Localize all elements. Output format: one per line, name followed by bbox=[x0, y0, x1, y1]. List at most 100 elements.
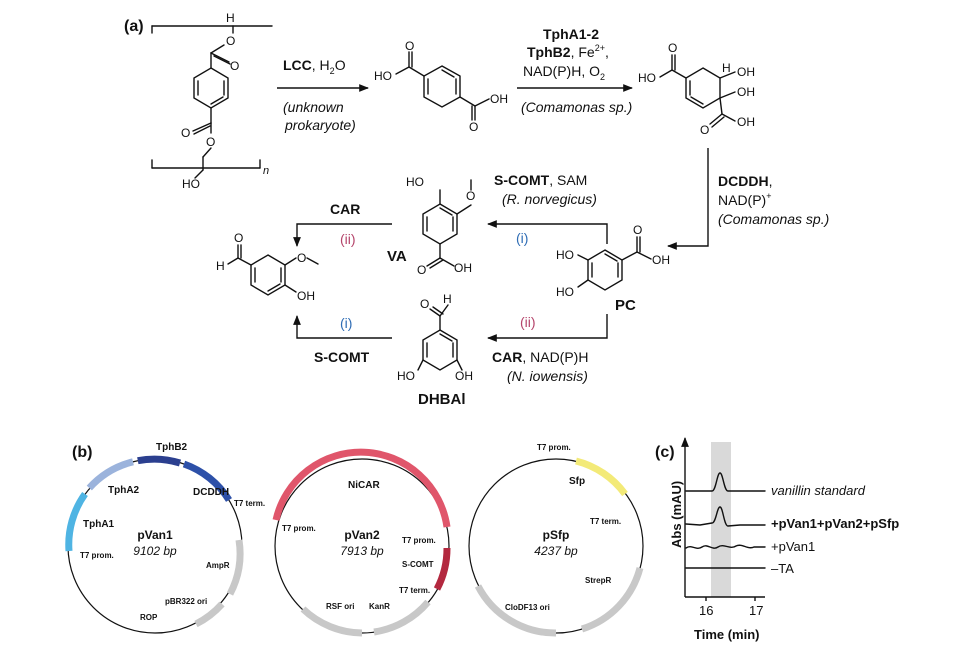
plasmid-element-label: T7 prom. bbox=[537, 443, 571, 452]
chromatogram: 16 17 Time (min) Abs (mAU) vanillin stan… bbox=[669, 437, 899, 642]
plasmid-gene-label: NiCAR bbox=[348, 480, 380, 491]
panel-label-b: (b) bbox=[72, 444, 92, 461]
x-axis-label: Time (min) bbox=[694, 627, 760, 642]
atom-label: HO bbox=[397, 369, 415, 383]
step3-line2: NAD(P)+ bbox=[718, 191, 772, 208]
atom-label: H bbox=[226, 11, 235, 25]
atom-label: HO bbox=[406, 175, 424, 189]
atom-label: HO bbox=[374, 69, 392, 83]
plasmid-gene-label: TphA1 bbox=[83, 519, 115, 530]
plasmid-element-label: RSF ori bbox=[326, 602, 354, 611]
atom-label: O bbox=[206, 135, 215, 149]
route-label-ii: (ii) bbox=[340, 231, 356, 247]
step1-organism-line1: (unknown bbox=[283, 99, 344, 115]
atom-label: OH bbox=[297, 289, 315, 303]
step1-label: LCC, H2O bbox=[283, 57, 346, 76]
step1-arrow-group: LCC, H2O (unknown prokaryote) bbox=[277, 57, 369, 133]
atom-label: O bbox=[469, 120, 478, 134]
y-axis-label: Abs (mAU) bbox=[669, 481, 684, 548]
plasmid-element-label: pBR322 ori bbox=[165, 597, 207, 606]
atom-label: O bbox=[234, 231, 243, 245]
step7-enzyme: S-COMT bbox=[314, 349, 370, 365]
trace-label-vanillin-standard: vanillin standard bbox=[771, 483, 866, 498]
gene-arc-tpha2 bbox=[86, 458, 134, 491]
step7-arrow bbox=[293, 315, 392, 339]
plasmid-element-label: T7 term. bbox=[234, 499, 265, 508]
atom-label: H bbox=[722, 61, 731, 75]
plasmid-gene-label: S-COMT bbox=[402, 560, 434, 569]
va-structure: HO O O OH VA bbox=[387, 175, 475, 277]
atom-label: HO bbox=[556, 248, 574, 262]
atom-label: O bbox=[417, 263, 426, 277]
plasmid-element-label: ROP bbox=[140, 613, 158, 622]
plasmid-element-label: T7 prom. bbox=[282, 524, 316, 533]
step6-arrow bbox=[487, 314, 608, 342]
atom-label: O bbox=[405, 39, 414, 53]
pc-structure: O OH HO HO PC bbox=[556, 223, 670, 314]
step5-enzyme: CAR bbox=[330, 201, 360, 217]
step3-line1: DCDDH, bbox=[718, 173, 772, 189]
gene-arc-tpha1 bbox=[65, 491, 88, 552]
gene-arc-dcddh bbox=[182, 460, 232, 502]
atom-label: H bbox=[216, 259, 225, 273]
compound-label-va: VA bbox=[387, 248, 407, 265]
trace-pvan1 bbox=[685, 544, 766, 549]
feature-arc-ori bbox=[194, 601, 225, 628]
plasmid-size: 9102 bp bbox=[133, 544, 177, 558]
plasmid-element-label: T7 term. bbox=[590, 517, 621, 526]
plasmid-name: pSfp bbox=[543, 528, 570, 542]
plasmid-element-label: KanR bbox=[369, 602, 390, 611]
dhbal-structure: H O HO OH DHBAl bbox=[397, 292, 473, 408]
step2-line3: NAD(P)H, O2 bbox=[523, 63, 605, 82]
atom-label: O bbox=[633, 223, 642, 237]
gene-arc-scomt bbox=[433, 547, 451, 591]
plasmid-pvan2: NiCAR S-COMT T7 prom. T7 prom. T7 term. … bbox=[272, 448, 451, 637]
x-tick-label: 16 bbox=[699, 603, 713, 618]
step6-organism: (N. iowensis) bbox=[507, 368, 588, 384]
step4-label: S-COMT, SAM bbox=[494, 172, 587, 188]
atom-label: O bbox=[181, 126, 190, 140]
panel-label-c: (c) bbox=[655, 444, 675, 461]
plasmid-gene-label: TphB2 bbox=[156, 442, 188, 453]
feature-arc-kanr bbox=[373, 599, 431, 636]
feature-arc-strepr bbox=[580, 567, 644, 633]
step2-line2: TphB2, Fe2+, bbox=[527, 43, 609, 60]
atom-label: OH bbox=[652, 253, 670, 267]
cis-diol-structure: O HO H OH OH O OH bbox=[638, 41, 755, 137]
step3-organism: (Comamonas sp.) bbox=[718, 211, 829, 227]
step7-arrow-group: (i) S-COMT bbox=[293, 315, 392, 365]
gene-arc-nicar bbox=[272, 448, 451, 528]
atom-label: HO bbox=[182, 177, 200, 191]
plasmid-element-label: StrepR bbox=[585, 576, 611, 585]
step6-arrow-group: (ii) CAR, NAD(P)H (N. iowensis) bbox=[487, 314, 608, 384]
atom-label: O bbox=[466, 189, 475, 203]
feature-arc-ori bbox=[474, 584, 557, 637]
plasmid-name: pVan1 bbox=[137, 528, 173, 542]
plasmid-element-label: T7 term. bbox=[399, 586, 430, 595]
route-label-i: (i) bbox=[340, 315, 352, 331]
route-label-ii: (ii) bbox=[520, 314, 536, 330]
atom-label: H bbox=[443, 292, 452, 306]
atom-label: OH bbox=[455, 369, 473, 383]
atom-label: OH bbox=[737, 85, 755, 99]
step5-arrow bbox=[293, 223, 392, 247]
step6-label: CAR, NAD(P)H bbox=[492, 349, 588, 365]
terephthalic-acid-structure: O HO O OH bbox=[374, 39, 508, 134]
gene-arc-tphb2 bbox=[137, 455, 182, 467]
step1-organism-line2: prokaryote) bbox=[284, 117, 356, 133]
atom-label: O bbox=[700, 123, 709, 137]
step2-arrow-group: TphA1-2 TphB2, Fe2+, NAD(P)H, O2 (Comamo… bbox=[517, 26, 633, 115]
vanillin-structure: O H O OH bbox=[216, 231, 319, 303]
trace-label-combined: +pVan1+pVan2+pSfp bbox=[771, 516, 899, 531]
plasmid-element-label: T7 prom. bbox=[402, 536, 436, 545]
compound-label-pc: PC bbox=[615, 297, 636, 314]
plasmid-element-label: CloDF13 ori bbox=[505, 603, 550, 612]
atom-label: O bbox=[230, 59, 239, 73]
step4-organism: (R. norvegicus) bbox=[502, 191, 597, 207]
x-tick-label: 17 bbox=[749, 603, 763, 618]
route-label-i: (i) bbox=[516, 230, 528, 246]
plasmid-size: 4237 bp bbox=[534, 544, 578, 558]
step5-arrow-group: CAR (ii) bbox=[293, 201, 392, 247]
plasmid-gene-label: DCDDH bbox=[193, 487, 229, 498]
